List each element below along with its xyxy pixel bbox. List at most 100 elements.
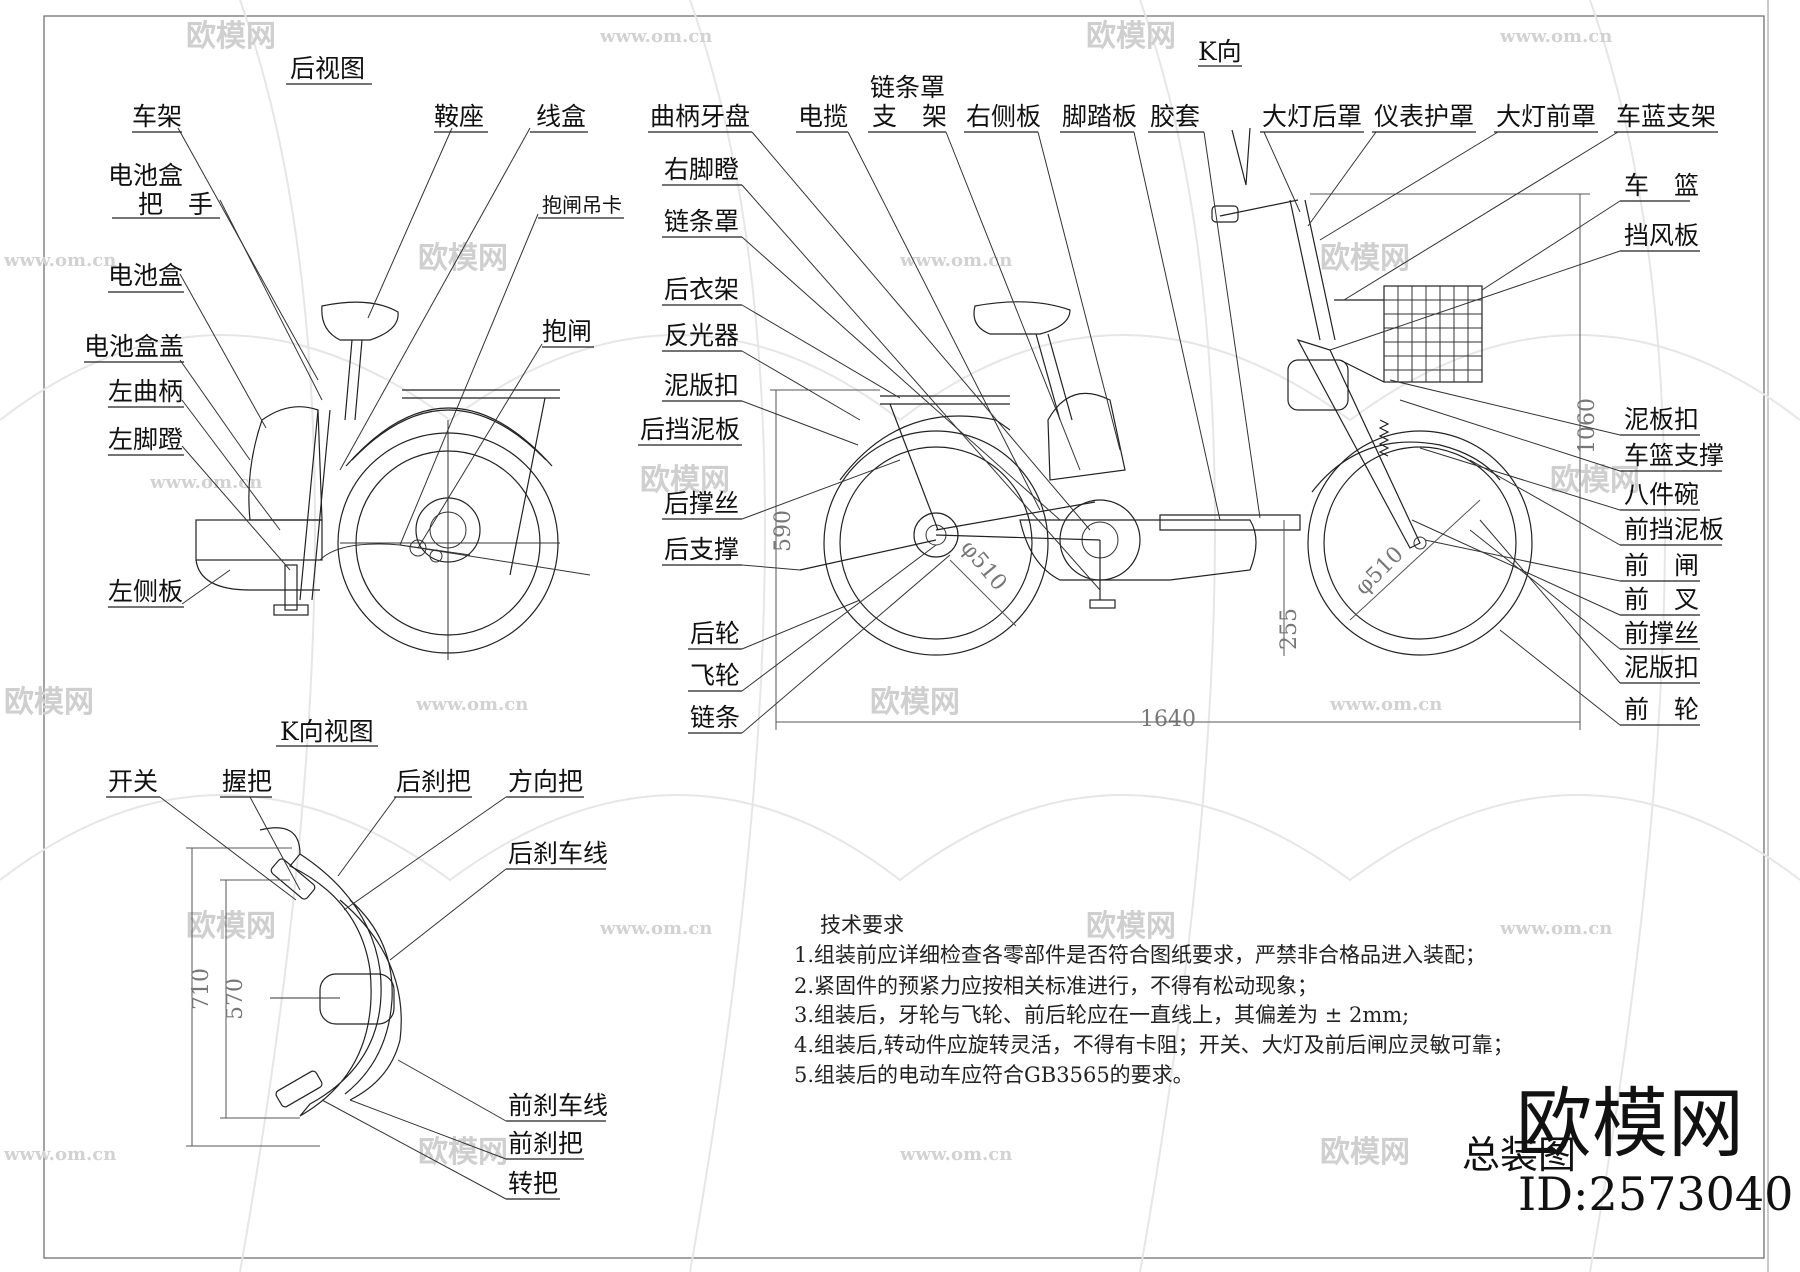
label-right-side-panel: 右侧板 (966, 102, 1041, 131)
side-footboard (1159, 514, 1301, 531)
watermark-url: www.om.cn (899, 250, 1012, 271)
dim-rear-wheel: φ510 (955, 536, 1011, 596)
label-frame: 车架 (132, 102, 182, 131)
label-front-brake-cable: 前刹车线 (508, 1091, 608, 1120)
label-left-crank: 左曲柄 (108, 377, 183, 406)
watermark-brand: 欧模网 (870, 685, 960, 720)
tech-requirements: 技术要求 1.组装前应详细检查各零部件是否符合图纸要求，严禁非合格品进入装配； … (794, 913, 1514, 1087)
dim-inner: 570 (223, 978, 248, 1020)
watermark-url: www.om.cn (149, 472, 262, 493)
tech-item: 4.组装后,转动件应旋转灵活，不得有卡阻；开关、大灯及前后闸应灵敏可靠； (794, 1033, 1514, 1057)
label-fender-clip: 泥板扣 (1624, 405, 1699, 434)
label-basket: 车 篮 (1624, 171, 1699, 200)
label-front-wheel: 前 轮 (1624, 695, 1699, 724)
label-headlight-front: 大灯前罩 (1496, 102, 1596, 131)
label-handle: 把 手 (138, 190, 213, 219)
k-left-grip (275, 1070, 323, 1108)
side-front-fender (1311, 441, 1501, 493)
k-handlebar (289, 853, 382, 1117)
rear-fender (351, 409, 547, 461)
label-rubber-sleeve: 胶套 (1150, 102, 1200, 131)
tech-requirements-title: 技术要求 (820, 913, 904, 937)
label-basket-support: 车篮支撑 (1624, 441, 1724, 470)
label-cable: 电揽 (798, 102, 848, 131)
watermark-url: www.om.cn (599, 26, 712, 47)
side-headlight (1287, 359, 1349, 411)
k-meter (319, 973, 395, 1025)
rear-view: 后视图 (84, 54, 624, 660)
side-saddle (973, 301, 1071, 335)
label-rear-support: 后支撑 (664, 535, 739, 564)
label-fender-clip-rear: 泥版扣 (664, 371, 739, 400)
side-front-wheel (1307, 430, 1533, 656)
label-saddle: 鞍座 (434, 102, 484, 131)
label-front-strut: 前撑丝 (1624, 619, 1699, 648)
side-handlebar (1219, 199, 1299, 217)
watermark-brand: 欧模网 (4, 685, 94, 720)
watermark-brand: 欧模网 (1086, 19, 1176, 54)
watermark-logo: 欧模网 (1516, 1079, 1744, 1168)
label-front-brake: 前 闸 (1624, 551, 1699, 580)
label-reflector: 反光器 (664, 321, 739, 350)
saddle (321, 301, 399, 341)
tech-item: 1.组装前应详细检查各零部件是否符合图纸要求，严禁非合格品进入装配； (794, 943, 1486, 967)
tech-item: 3.组装后，牙轮与飞轮、前后轮应在一直线上，其偏差为 ± 2mm; (794, 1003, 1409, 1027)
label-headset-bowl: 八件碗 (1624, 480, 1699, 509)
watermark-brand: 欧模网 (1320, 1135, 1410, 1170)
label-rear-brake-cable: 后刹车线 (508, 839, 608, 868)
label-rear-fender: 后挡泥板 (640, 415, 740, 444)
k-view-title: K向视图 (280, 717, 374, 746)
label-battery-cover: 电池盒盖 (84, 332, 184, 361)
dim-ground-clearance: 255 (1277, 608, 1302, 650)
label-switch: 开关 (108, 767, 158, 796)
label-footboard: 脚踏板 (1062, 102, 1137, 131)
watermark-brand: 欧模网 (640, 463, 730, 498)
side-view: K向 (638, 37, 1724, 734)
label-front-fender: 前挡泥板 (1624, 515, 1724, 544)
side-rear-wheel (823, 430, 1049, 656)
side-basket (1383, 285, 1483, 383)
watermark-url: www.om.cn (1499, 918, 1612, 939)
left-pedal (284, 564, 298, 611)
label-brake-hanger: 抱闸吊卡 (542, 193, 622, 217)
label-left-side-panel: 左侧板 (108, 577, 183, 606)
watermark-brand: 欧模网 (418, 241, 508, 276)
watermark-brand: 欧模网 (186, 19, 276, 54)
label-basket-bracket: 车蓝支架 (1616, 102, 1716, 131)
k-right-grip (270, 858, 316, 900)
side-battery-body (1047, 392, 1126, 481)
label-battery-box-2: 电池盒 (108, 261, 183, 290)
watermark-brand: 欧模网 (1086, 909, 1176, 944)
watermark-url: www.om.cn (3, 250, 116, 271)
k-direction-arrow (1231, 127, 1251, 186)
drawing-frame (43, 15, 1765, 1259)
label-rear-brake-lever: 后刹把 (396, 767, 471, 796)
watermark-texts: 欧模网 www.om.cn 欧模网 www.om.cn www.om.cn 欧模… (3, 19, 1640, 1170)
label-crank-chainring: 曲柄牙盘 (650, 102, 750, 131)
dim-length: 1640 (1140, 707, 1196, 732)
dim-front-wheel: φ510 (1351, 542, 1409, 600)
watermark-brand: 欧模网 (1550, 463, 1640, 498)
drawing-title: 总装图 (1462, 1133, 1576, 1177)
tech-item: 2.紧固件的预紧力应按相关标准进行，不得有松动现象； (794, 974, 1318, 998)
watermark-brand: 欧模网 (186, 909, 276, 944)
label-left-pedal: 左脚蹬 (108, 425, 183, 454)
label-headlight-rear: 大灯后罩 (1262, 102, 1362, 131)
label-fender-clip-front: 泥版扣 (1624, 653, 1699, 682)
label-throttle: 转把 (508, 1169, 558, 1198)
label-brake: 抱闸 (542, 317, 592, 346)
side-rear-stand (799, 539, 937, 571)
label-bracket: 支 架 (872, 102, 947, 131)
label-battery-box: 电池盒 (108, 161, 183, 190)
label-front-brake-lever: 前刹把 (508, 1129, 583, 1158)
side-rear-fender (839, 415, 1011, 481)
label-rear-wheel: 后轮 (690, 619, 740, 648)
side-front-fork (1296, 338, 1421, 549)
label-right-pedal: 右脚瞪 (664, 155, 739, 184)
watermark-url: www.om.cn (899, 1144, 1012, 1165)
label-rear-strut: 后撑丝 (664, 489, 739, 518)
label-rear-rack: 后衣架 (664, 275, 739, 304)
label-grip: 握把 (222, 767, 272, 796)
